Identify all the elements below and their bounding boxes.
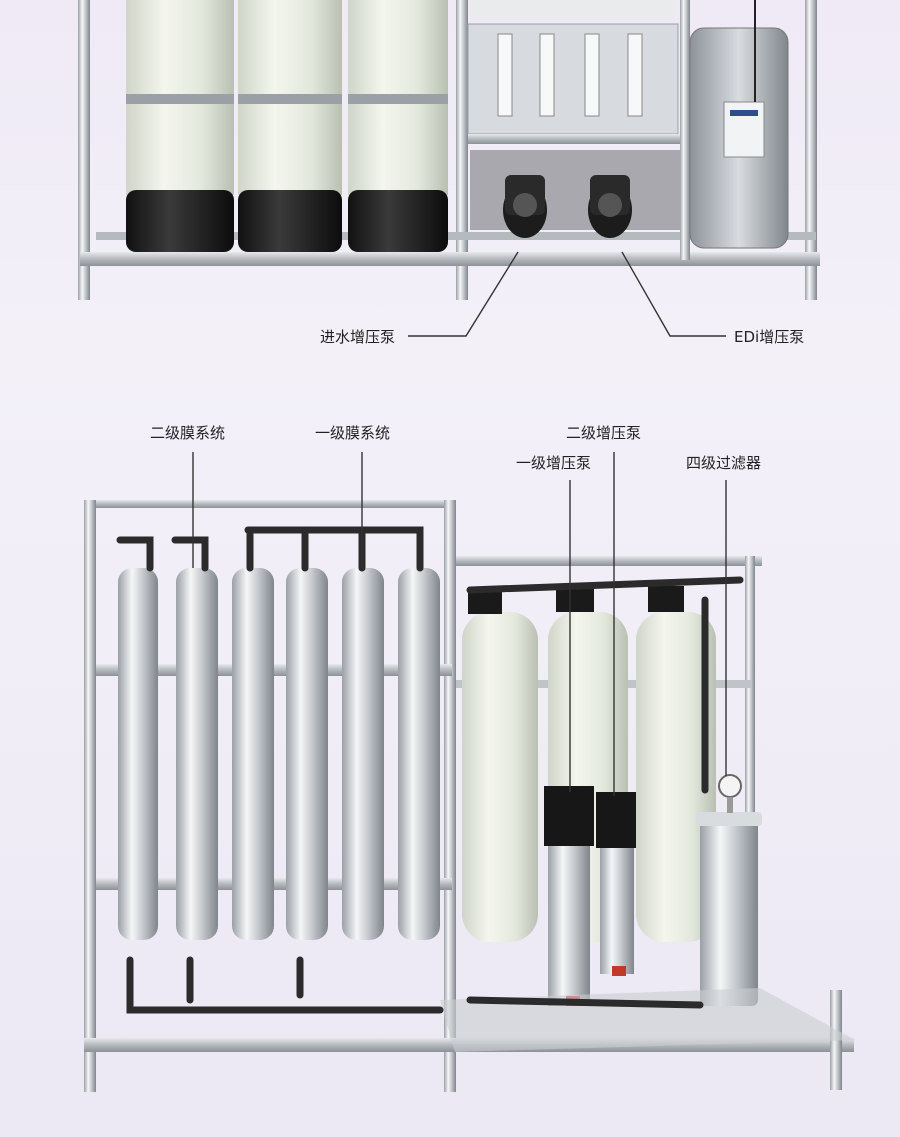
membrane-housings [118, 568, 440, 940]
callout-secondary-booster-pump: 二级增压泵 [566, 424, 642, 442]
flowmeter-panel [467, 0, 680, 144]
callout-primary-membrane-system: 一级膜系统 [315, 424, 391, 442]
bag-filter [696, 774, 762, 1006]
callout-primary-booster-pump: 一级增压泵 [516, 454, 592, 472]
top-system-image [78, 0, 820, 337]
callout-four-stage-filter: 四级过滤器 [686, 454, 762, 472]
edi-module [689, 0, 789, 249]
bottom-booster-pumps [544, 786, 636, 1006]
piping [116, 526, 744, 1014]
callout-inlet-booster-pump: 进水增压泵 [320, 328, 396, 346]
top-tanks [126, 0, 448, 252]
top-pumps [470, 150, 680, 238]
callout-edi-booster-pump: EDi增压泵 [734, 328, 805, 346]
callout-secondary-membrane-system: 二级膜系统 [150, 424, 226, 442]
leader-line-inlet-pump [408, 251, 519, 337]
bottom-system-image [84, 452, 855, 1092]
leader-line-edi-pump [621, 251, 726, 337]
